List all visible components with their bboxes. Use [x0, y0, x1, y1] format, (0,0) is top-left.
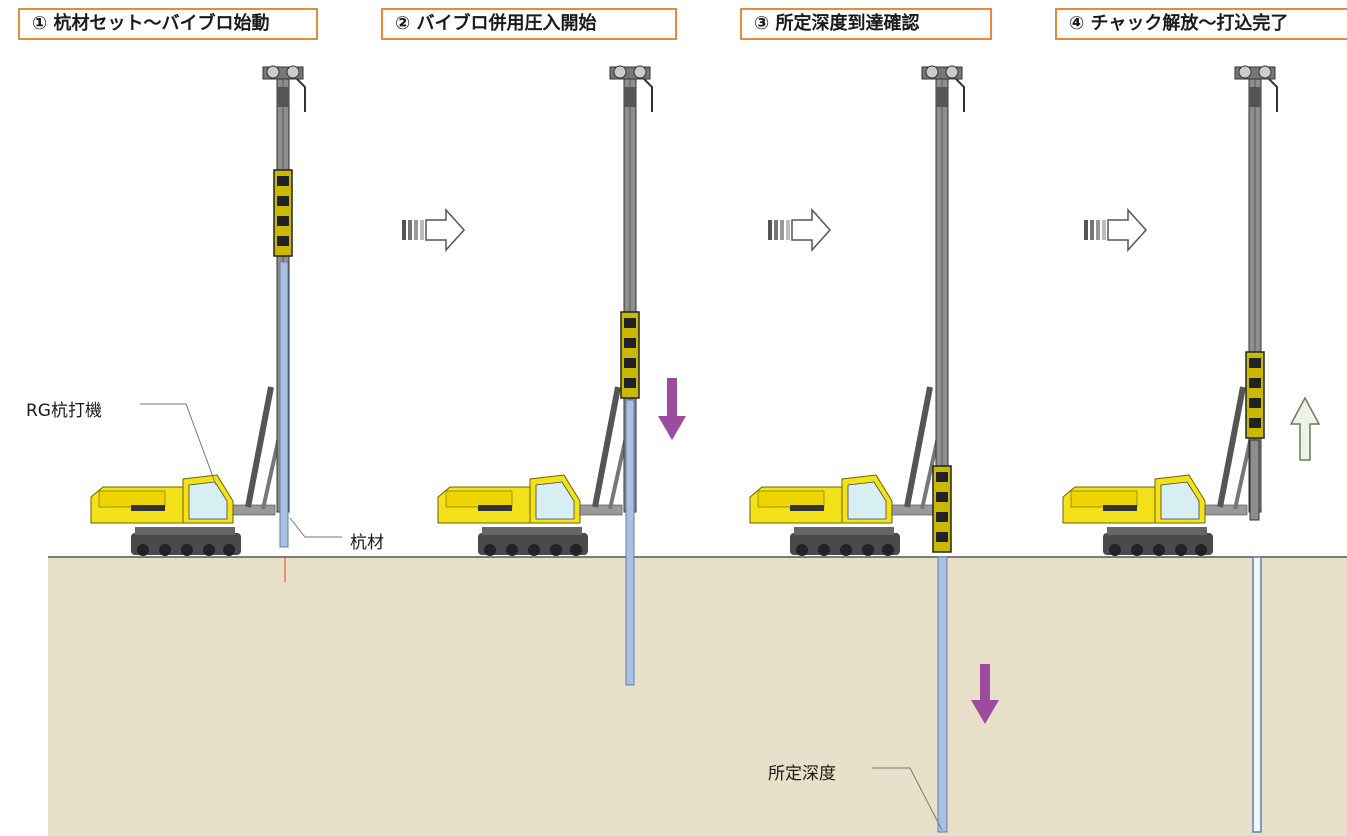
step-2-push-arrow [658, 378, 686, 440]
machine-leader-line [140, 403, 217, 486]
step-3-push-arrow [971, 664, 999, 724]
step-4-pile [1252, 556, 1262, 833]
step-4-rig [1063, 66, 1277, 556]
step-3-title: ③ 所定深度到達確認 [740, 8, 992, 40]
depth-leader-line [872, 767, 943, 831]
progress-arrow-2 [767, 209, 831, 251]
step-4-title: ④ チャック解放〜打込完了 [1055, 8, 1347, 40]
pile-leader-line [289, 517, 342, 538]
ground-soil [48, 557, 1347, 836]
step-4-release-arrow [1289, 396, 1321, 461]
step-2-title: ② バイブロ併用圧入開始 [381, 8, 677, 40]
progress-arrow-3 [1083, 209, 1147, 251]
step-3-rig [750, 66, 964, 556]
target-depth-label: 所定深度 [768, 764, 836, 784]
step-1-pile [279, 261, 289, 548]
step-1-title: ① 杭材セット〜バイブロ始動 [18, 8, 318, 40]
step-2-pile [625, 399, 635, 686]
pile-label: 杭材 [350, 533, 384, 553]
step-3-pile [937, 556, 948, 833]
step-2-rig [438, 66, 652, 556]
step-1-rig [91, 66, 305, 556]
machine-label: RG杭打機 [26, 396, 102, 421]
step-4-mast-lower [1249, 439, 1260, 521]
progress-arrow-1 [401, 209, 465, 251]
